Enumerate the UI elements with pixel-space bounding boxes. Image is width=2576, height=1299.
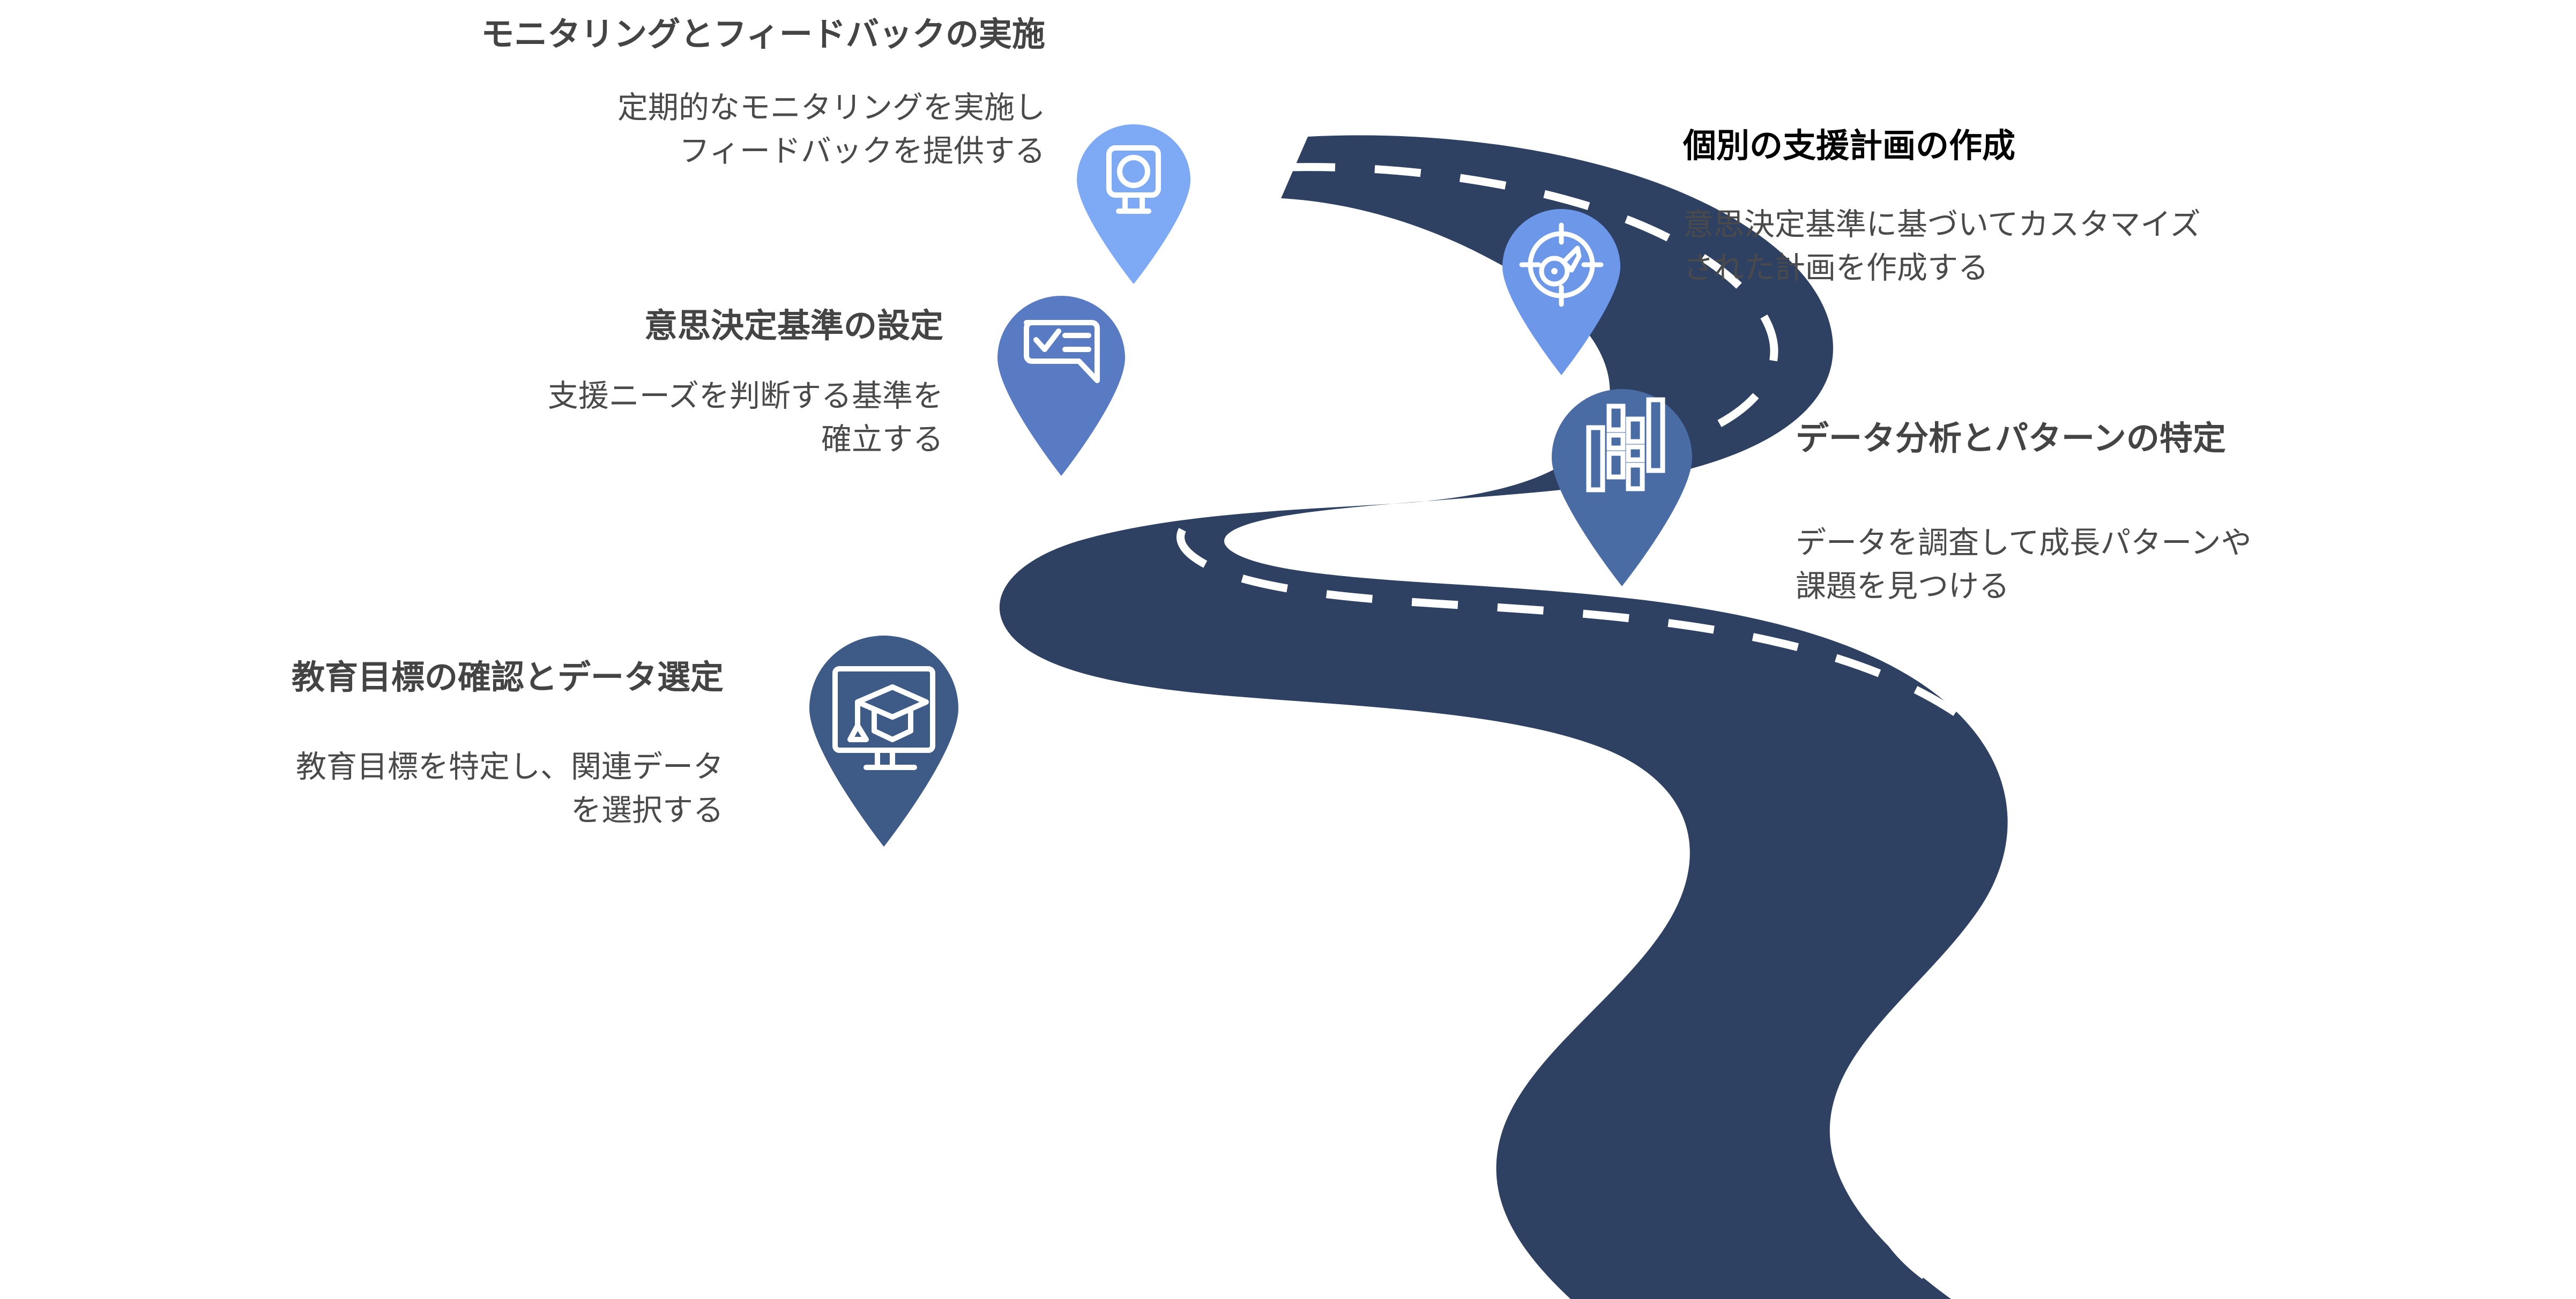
label-plan: 個別の支援計画の作成 意思決定基準に基づいてカスタマイズ された計画を作成する [1683, 126, 2562, 290]
label-goals: 教育目標の確認とデータ選定 教育目標を特定し、関連データ を選択する [16, 658, 724, 832]
step-desc-goals: 教育目標を特定し、関連データ を選択する [296, 750, 724, 828]
monitor-graduation-cap-icon [832, 666, 935, 770]
step-title-analysis: データ分析とパターンの特定 [1796, 420, 2226, 457]
step-title-goals: 教育目標の確認とデータ選定 [291, 659, 724, 696]
step-desc-criteria: 支援ニーズを判断する基準を 確立する [547, 379, 943, 457]
step-desc-monitoring: 定期的なモニタリングを実施し フィードバックを提供する [617, 91, 1045, 169]
pin-monitoring[interactable] [1069, 124, 1198, 285]
pin-shape [809, 636, 958, 847]
bar-chart-icon [1586, 397, 1665, 492]
step-title-criteria: 意思決定基準の設定 [644, 308, 943, 345]
step-desc-analysis: データを調査して成長パターンや 課題を見つける [1796, 526, 2252, 604]
pin-shape [997, 296, 1125, 476]
checklist-speech-bubble-icon [1024, 320, 1100, 383]
step-title-monitoring: モニタリングとフィードバックの実施 [481, 16, 1045, 53]
monitor-screen-icon [1106, 145, 1161, 214]
step-title-plan: 個別の支援計画の作成 [1683, 128, 2016, 165]
target-compass-icon [1519, 222, 1604, 307]
pin-shape [1077, 124, 1190, 284]
label-analysis: データ分析とパターンの特定 データを調査して成長パターンや 課題を見つける [1796, 419, 2557, 608]
step-desc-plan: 意思決定基準に基づいてカスタマイズ された計画を作成する [1683, 207, 2201, 286]
pin-plan[interactable] [1494, 209, 1628, 376]
label-criteria: 意思決定基準の設定 支援ニーズを判断する基準を 確立する [247, 307, 943, 461]
pin-goals[interactable] [800, 636, 968, 848]
pin-analysis[interactable] [1543, 389, 1701, 587]
pin-criteria[interactable] [989, 296, 1134, 477]
label-monitoring: モニタリングとフィードバックの実施 定期的なモニタリングを実施し フィードバック… [64, 15, 1045, 173]
